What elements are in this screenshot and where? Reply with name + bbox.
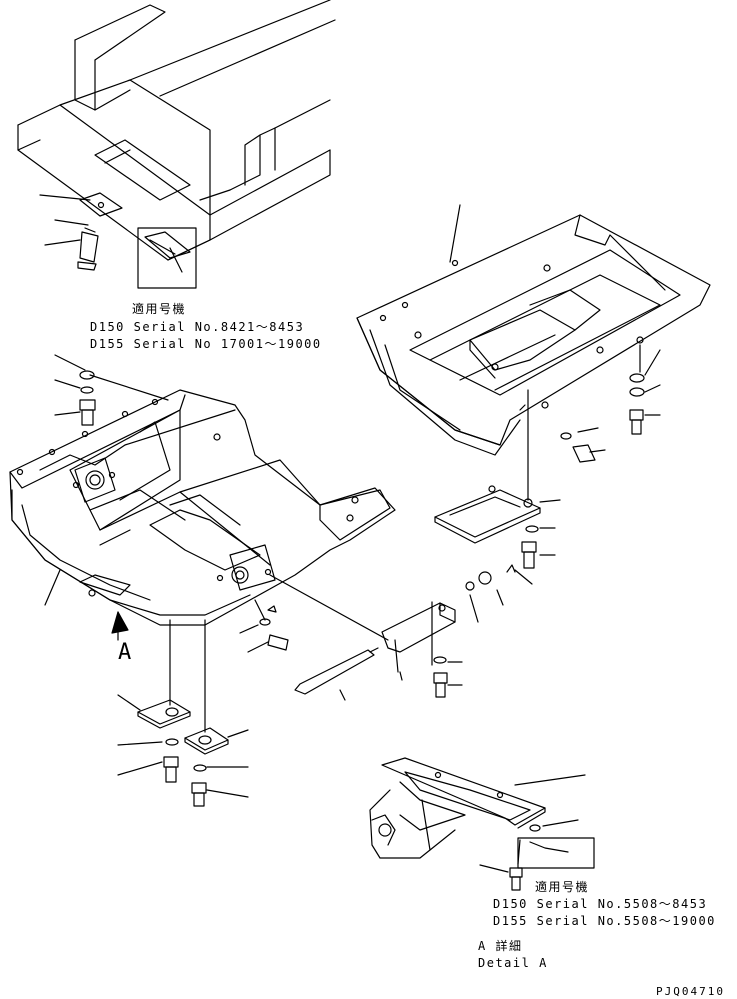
detail-box-upper (137, 227, 197, 289)
serial-range-d150-lower: D150 Serial No.5508～8453 (493, 897, 708, 911)
tow-hook-assembly (369, 757, 595, 891)
detail-a-label-en: Detail A (478, 956, 548, 970)
applicable-models-heading-lower: 適用号機 (535, 880, 590, 894)
drawing-id: PJQ04710 (656, 985, 725, 998)
serial-range-d155-lower: D155 Serial No.5508～19000 (493, 914, 716, 928)
view-arrow-a (111, 611, 129, 641)
pin-link-assembly (239, 574, 463, 701)
applicable-models-heading-upper: 適用号機 (132, 302, 187, 316)
rail-bracket (39, 192, 123, 271)
detail-a-label-jp: A 詳細 (478, 939, 523, 953)
mid-right-plate (434, 485, 561, 623)
upper-right-guard (356, 204, 711, 456)
serial-range-d155-upper: D155 Serial No 17001～19000 (90, 337, 322, 351)
lower-left-pads (117, 619, 249, 807)
serial-range-d150-upper: D150 Serial No.8421～8453 (90, 320, 305, 334)
frame-rail-assembly (17, 0, 336, 261)
view-marker-a: A (118, 640, 132, 665)
upper-right-hardware (527, 344, 661, 501)
left-hardware (44, 354, 169, 606)
main-underguard (9, 389, 396, 626)
